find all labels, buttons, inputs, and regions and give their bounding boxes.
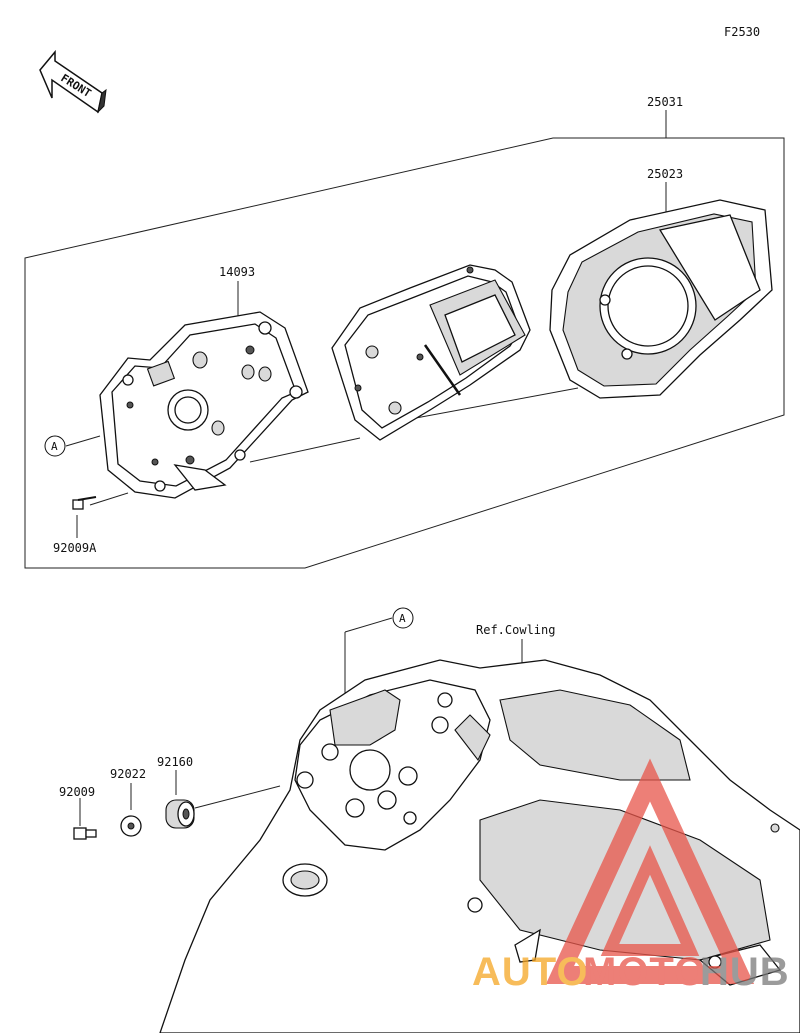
screw-92009a xyxy=(72,496,97,510)
label-92009a: 92009A xyxy=(53,541,97,555)
meter-case-14093 xyxy=(99,311,309,499)
label-92160: 92160 xyxy=(157,755,193,769)
washer-92022 xyxy=(120,815,142,837)
label-25031: 25031 xyxy=(647,95,683,109)
meter-cover-25023 xyxy=(549,199,773,399)
figure-code: F2530 xyxy=(724,25,760,39)
callout-a-upper: A xyxy=(44,435,66,457)
label-25023: 25023 xyxy=(647,167,683,181)
svg-text:A: A xyxy=(399,612,406,625)
callout-a-lower: A xyxy=(392,607,414,629)
screw-92009 xyxy=(73,827,97,840)
cowling xyxy=(159,659,800,1033)
watermark-auto: AUTO xyxy=(472,950,589,994)
ref-cowling-label: Ref.Cowling xyxy=(476,623,555,637)
meter-unit xyxy=(331,264,531,441)
label-92009: 92009 xyxy=(59,785,95,799)
assembly-box xyxy=(24,137,785,569)
front-arrow-icon: FRONT xyxy=(39,49,107,114)
leader-lines xyxy=(65,110,667,826)
label-14093: 14093 xyxy=(219,265,255,279)
watermark-moto: MOTO xyxy=(583,950,706,994)
label-92022: 92022 xyxy=(110,767,146,781)
grommet-92160 xyxy=(165,799,195,829)
watermark-triangle-icon xyxy=(545,758,755,984)
watermark-hub: HUB xyxy=(700,950,790,994)
watermark: AUTO MOTO HUB xyxy=(472,758,790,994)
svg-text:A: A xyxy=(51,440,58,453)
